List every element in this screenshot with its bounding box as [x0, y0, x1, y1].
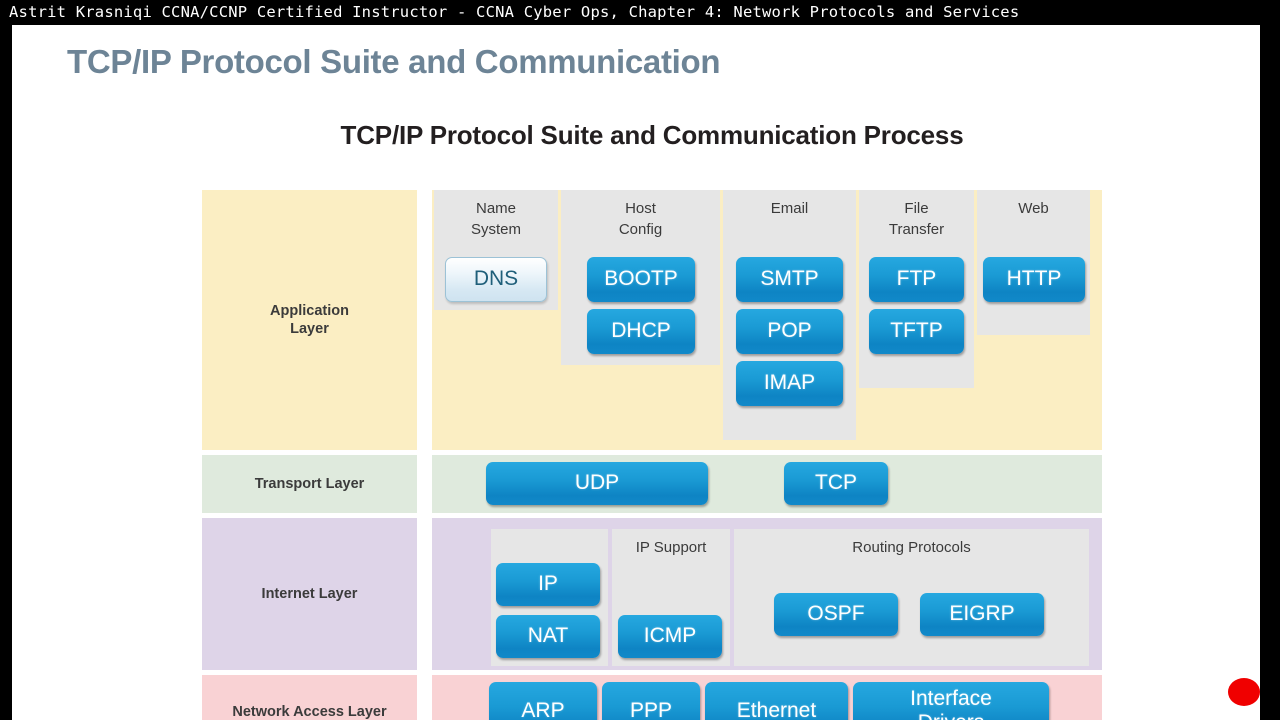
protocol-box-interface-drivers-line1: Interface [910, 687, 992, 711]
protocol-box-eigrp[interactable]: EIGRP [920, 593, 1044, 636]
layer-label-application: Application Layer [202, 190, 417, 450]
diagram-title: TCP/IP Protocol Suite and Communication … [340, 120, 964, 150]
protocol-box-dns[interactable]: DNS [445, 257, 547, 302]
layer-label-transport: Transport Layer [202, 455, 417, 513]
layer-body-transport: UDP TCP [432, 455, 1102, 513]
protocol-box-nat[interactable]: NAT [496, 615, 600, 658]
layer-label-network-access: Network Access Layer [202, 675, 417, 720]
group-title-web-line1: Web [1018, 200, 1049, 217]
protocol-box-arp[interactable]: ARP [489, 682, 597, 720]
group-title-name-system: Name System [434, 198, 558, 240]
protocol-box-bootp[interactable]: BOOTP [587, 257, 695, 302]
protocol-box-ethernet[interactable]: Ethernet [705, 682, 848, 720]
protocol-box-imap[interactable]: IMAP [736, 361, 843, 406]
group-title-file-transfer-line2: Transfer [888, 221, 945, 238]
group-title-name-system-line2: System [470, 221, 521, 238]
layer-label-application-line2: Layer [290, 321, 329, 337]
group-title-host-config-line2: Config [618, 221, 663, 238]
group-title-web: Web [977, 198, 1090, 219]
protocol-box-dhcp[interactable]: DHCP [587, 309, 695, 354]
layer-row-application: Application Layer Name System DNS [202, 190, 1102, 450]
protocol-box-ospf[interactable]: OSPF [774, 593, 898, 636]
protocol-box-interface-drivers-line2: Drivers [918, 711, 985, 720]
layer-row-network-access: Network Access Layer ARP PPP Ethernet In… [202, 675, 1102, 720]
tcpip-diagram: TCP/IP Protocol Suite and Communication … [202, 120, 1102, 720]
protocol-box-ftp[interactable]: FTP [869, 257, 964, 302]
group-title-routing-protocols: Routing Protocols [852, 539, 971, 556]
protocol-box-tftp[interactable]: TFTP [869, 309, 964, 354]
layer-label-application-line1: Application [270, 302, 349, 319]
protocol-box-udp[interactable]: UDP [486, 462, 708, 505]
group-title-file-transfer: File Transfer [859, 198, 974, 240]
top-banner-title: Astrit Krasniqi CCNA/CCNP Certified Inst… [0, 0, 1280, 25]
layer-row-internet: Internet Layer IP NAT IP Support ICMP [202, 518, 1102, 670]
protocol-box-pop[interactable]: POP [736, 309, 843, 354]
protocol-box-tcp[interactable]: TCP [784, 462, 888, 505]
group-title-email-line1: Email [770, 200, 809, 217]
layer-row-transport: Transport Layer UDP TCP [202, 455, 1102, 513]
layer-label-internet: Internet Layer [202, 518, 417, 670]
protocol-box-interface-drivers[interactable]: Interface Drivers [853, 682, 1049, 720]
group-title-file-transfer-line1: File [904, 200, 929, 217]
page-title: TCP/IP Protocol Suite and Communication [67, 43, 721, 80]
group-title-host-config: Host Config [561, 198, 720, 240]
group-title-email: Email [723, 198, 856, 219]
protocol-box-ip[interactable]: IP [496, 563, 600, 606]
recording-indicator-dot [1228, 678, 1260, 706]
layer-body-internet: IP NAT IP Support ICMP Routing Protocols… [432, 518, 1102, 670]
protocol-box-ppp[interactable]: PPP [602, 682, 700, 720]
protocol-box-smtp[interactable]: SMTP [736, 257, 843, 302]
layer-body-application: Name System DNS Host Config BOOTP DHCP [432, 190, 1102, 450]
slide-canvas: TCP/IP Protocol Suite and Communication … [12, 25, 1260, 720]
layer-body-network-access: ARP PPP Ethernet Interface Drivers [432, 675, 1102, 720]
protocol-box-icmp[interactable]: ICMP [618, 615, 722, 658]
group-title-ip-support: IP Support [635, 539, 707, 556]
group-title-name-system-line1: Name [475, 200, 516, 217]
protocol-box-http[interactable]: HTTP [983, 257, 1085, 302]
group-title-host-config-line1: Host [625, 200, 656, 217]
